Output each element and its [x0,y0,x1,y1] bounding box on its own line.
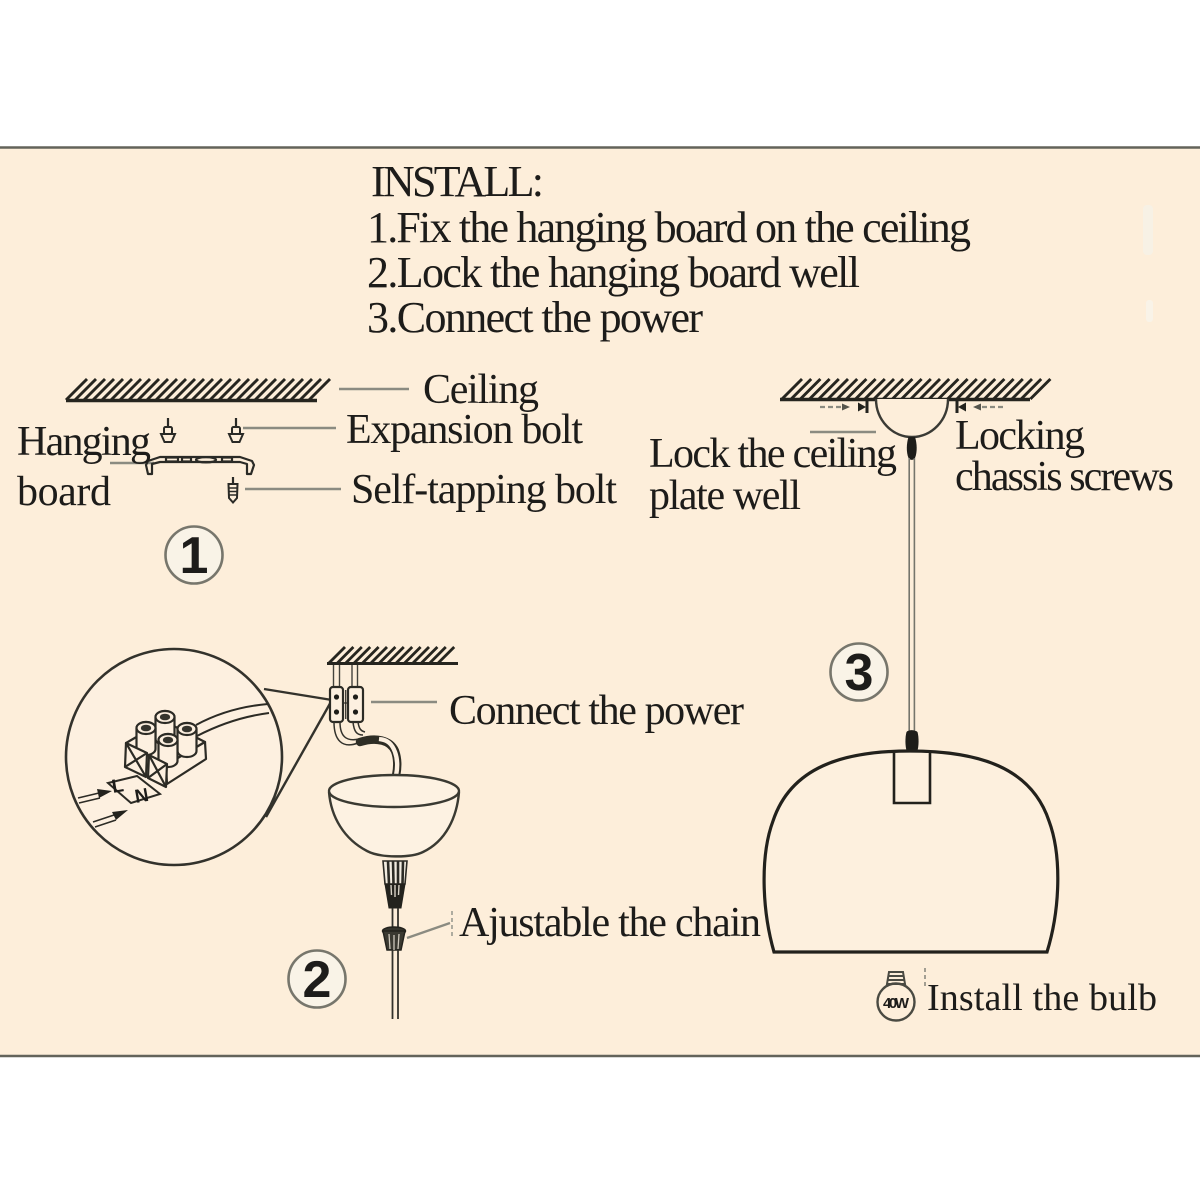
svg-text:Connect the power: Connect the power [449,688,744,734]
svg-text:Ceiling: Ceiling [423,367,539,413]
svg-text:Locking: Locking [955,413,1085,459]
svg-text:Self-tapping bolt: Self-tapping bolt [351,467,617,513]
svg-text:3: 3 [845,644,874,702]
svg-text:Lock the ceiling: Lock the ceiling [649,431,897,477]
svg-text:2.Lock the hanging board well: 2.Lock the hanging board well [367,248,860,297]
svg-text:1: 1 [180,527,209,585]
svg-text:3.Connect the power: 3.Connect the power [367,293,703,342]
svg-text:Ajustable the chain: Ajustable the chain [459,900,761,946]
svg-text:board: board [17,469,111,515]
svg-text:Hanging: Hanging [17,419,151,465]
svg-text:1.Fix the hanging board on the: 1.Fix the hanging board on the ceiling [367,203,971,252]
svg-text:N: N [133,785,150,808]
svg-text:plate well: plate well [649,473,801,519]
svg-text:40W: 40W [883,995,910,1012]
svg-text:chassis screws: chassis screws [955,454,1174,500]
svg-text:Install the bulb: Install the bulb [927,977,1157,1019]
svg-text:L: L [110,775,125,798]
svg-text:2: 2 [303,951,332,1009]
svg-text:Expansion bolt: Expansion bolt [346,407,583,453]
svg-text:INSTALL:: INSTALL: [371,157,544,206]
